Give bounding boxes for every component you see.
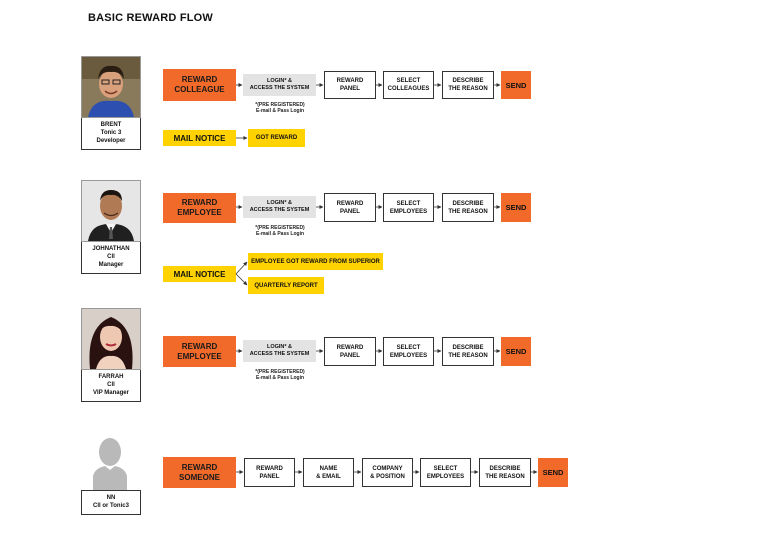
person-info: FARRAH Cll VIP Manager [81,370,141,402]
person-name: BRENT [100,122,122,128]
person-name: JOHNATHAN [92,246,130,252]
avatar-photo [81,308,141,370]
avatar-photo [81,56,141,118]
person-card-farrah: FARRAH Cll VIP Manager [81,308,141,402]
step-company-position: COMPANY& POSITION [362,458,413,487]
person-placeholder-icon [81,430,139,490]
person-org: Tonic 3 [100,130,122,136]
notice-quarterly-report: QUARTERLY REPORT [248,277,324,294]
person-name: NN [106,495,116,501]
person-role: Developer [96,138,126,144]
arrow [235,261,248,275]
person-name: FARRAH [98,374,124,380]
step-login: LOGIN* &ACCESS THE SYSTEM [243,74,316,96]
person-org: Cll [107,382,115,388]
person-card-nn: NN Cll or Tonic3 [81,430,141,515]
send-box: SEND [501,71,531,99]
send-box: SEND [538,458,568,487]
person-info: JOHNATHAN Cll Manager [81,242,141,274]
mail-notice-label: MAIL NOTICE [163,130,236,146]
person-role: VIP Manager [93,390,129,396]
page-title: BASIC REWARD FLOW [88,12,214,24]
send-box: SEND [501,337,531,366]
mail-notice-label: MAIL NOTICE [163,266,236,282]
login-note: *(PRE REGISTERED)E-mail & Pass Login [255,225,305,237]
step-login: LOGIN* &ACCESS THE SYSTEM [243,340,316,362]
login-note: *(PRE REGISTERED)E-mail & Pass Login [255,369,305,381]
notice-got-reward: GOT REWARD [248,129,305,147]
person-info: NN Cll or Tonic3 [81,490,141,515]
person-role: Manager [98,262,124,268]
person-info: BRENT Tonic 3 Developer [81,118,141,150]
step-login: LOGIN* &ACCESS THE SYSTEM [243,196,316,218]
person-card-johnathan: JOHNATHAN Cll Manager [81,180,141,274]
login-note: *(PRE REGISTERED)E-mail & Pass Login [255,102,305,114]
notice-employee-got-reward: EMPLOYEE GOT REWARD FROM SUPERIOR [248,253,383,270]
person-org: Cll [107,254,115,260]
avatar-photo [81,180,141,242]
person-org: Cll or Tonic3 [93,503,129,509]
arrow [235,273,248,286]
step-name-email: NAME& EMAIL [303,458,354,487]
person-card-brent: BRENT Tonic 3 Developer [81,56,141,150]
send-box: SEND [501,193,531,222]
